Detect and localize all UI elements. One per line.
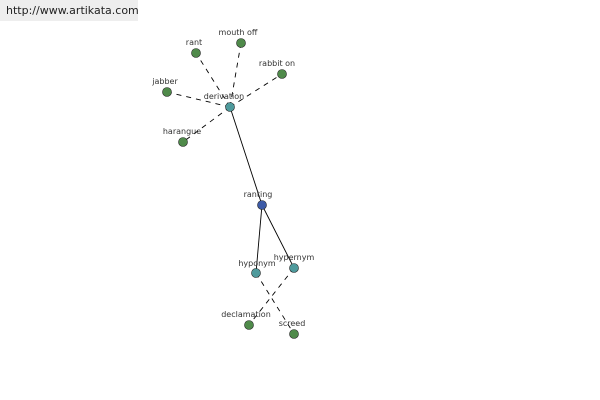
node-derivation[interactable]: derivation <box>204 92 244 112</box>
node-label-mouth_off: mouth off <box>219 28 258 37</box>
edge-hyponym-screed <box>255 272 295 335</box>
node-label-derivation: derivation <box>204 92 244 101</box>
site-url-badge[interactable]: http://www.artikata.com <box>0 0 139 21</box>
node-label-declamation: declamation <box>221 310 271 319</box>
node-dot-hypernym[interactable] <box>289 263 299 273</box>
edge-derivation-mouth_off <box>229 42 242 108</box>
node-dot-jabber[interactable] <box>162 87 172 97</box>
edge-layer <box>166 42 295 335</box>
edge-derivation-jabber <box>166 91 231 108</box>
node-rabbit_on[interactable]: rabbit on <box>259 59 295 79</box>
edge-derivation-harangue <box>182 106 231 143</box>
node-label-rabbit_on: rabbit on <box>259 59 295 68</box>
node-rant[interactable]: rant <box>186 38 202 58</box>
node-label-hypernym: hypernym <box>274 253 315 262</box>
node-screed[interactable]: screed <box>279 319 306 339</box>
node-label-harangue: harangue <box>163 127 201 136</box>
edge-ranting-derivation <box>229 106 263 206</box>
node-dot-rabbit_on[interactable] <box>277 69 287 79</box>
edge-hypernym-declamation <box>248 267 295 326</box>
node-dot-mouth_off[interactable] <box>236 38 246 48</box>
node-dot-screed[interactable] <box>289 329 299 339</box>
node-dot-ranting[interactable] <box>257 200 267 210</box>
node-dot-harangue[interactable] <box>178 137 188 147</box>
node-declamation[interactable]: declamation <box>221 310 271 330</box>
node-label-rant: rant <box>186 38 202 47</box>
node-harangue[interactable]: harangue <box>163 127 201 147</box>
node-dot-declamation[interactable] <box>244 320 254 330</box>
node-label-screed: screed <box>279 319 306 328</box>
node-mouth_off[interactable]: mouth off <box>219 28 258 48</box>
node-dot-derivation[interactable] <box>225 102 235 112</box>
node-label-jabber: jabber <box>151 77 178 86</box>
edge-derivation-rabbit_on <box>229 73 283 108</box>
edge-ranting-hyponym <box>255 204 263 274</box>
node-ranting[interactable]: ranting <box>244 190 273 210</box>
node-label-hyponym: hyponym <box>238 259 276 268</box>
node-jabber[interactable]: jabber <box>151 77 178 97</box>
edge-derivation-rant <box>195 52 231 108</box>
node-dot-hyponym[interactable] <box>251 268 261 278</box>
node-label-ranting: ranting <box>244 190 273 199</box>
node-dot-rant[interactable] <box>191 48 201 58</box>
edge-ranting-hypernym <box>261 204 295 269</box>
node-hypernym[interactable]: hypernym <box>274 253 315 273</box>
node-hyponym[interactable]: hyponym <box>238 259 276 278</box>
